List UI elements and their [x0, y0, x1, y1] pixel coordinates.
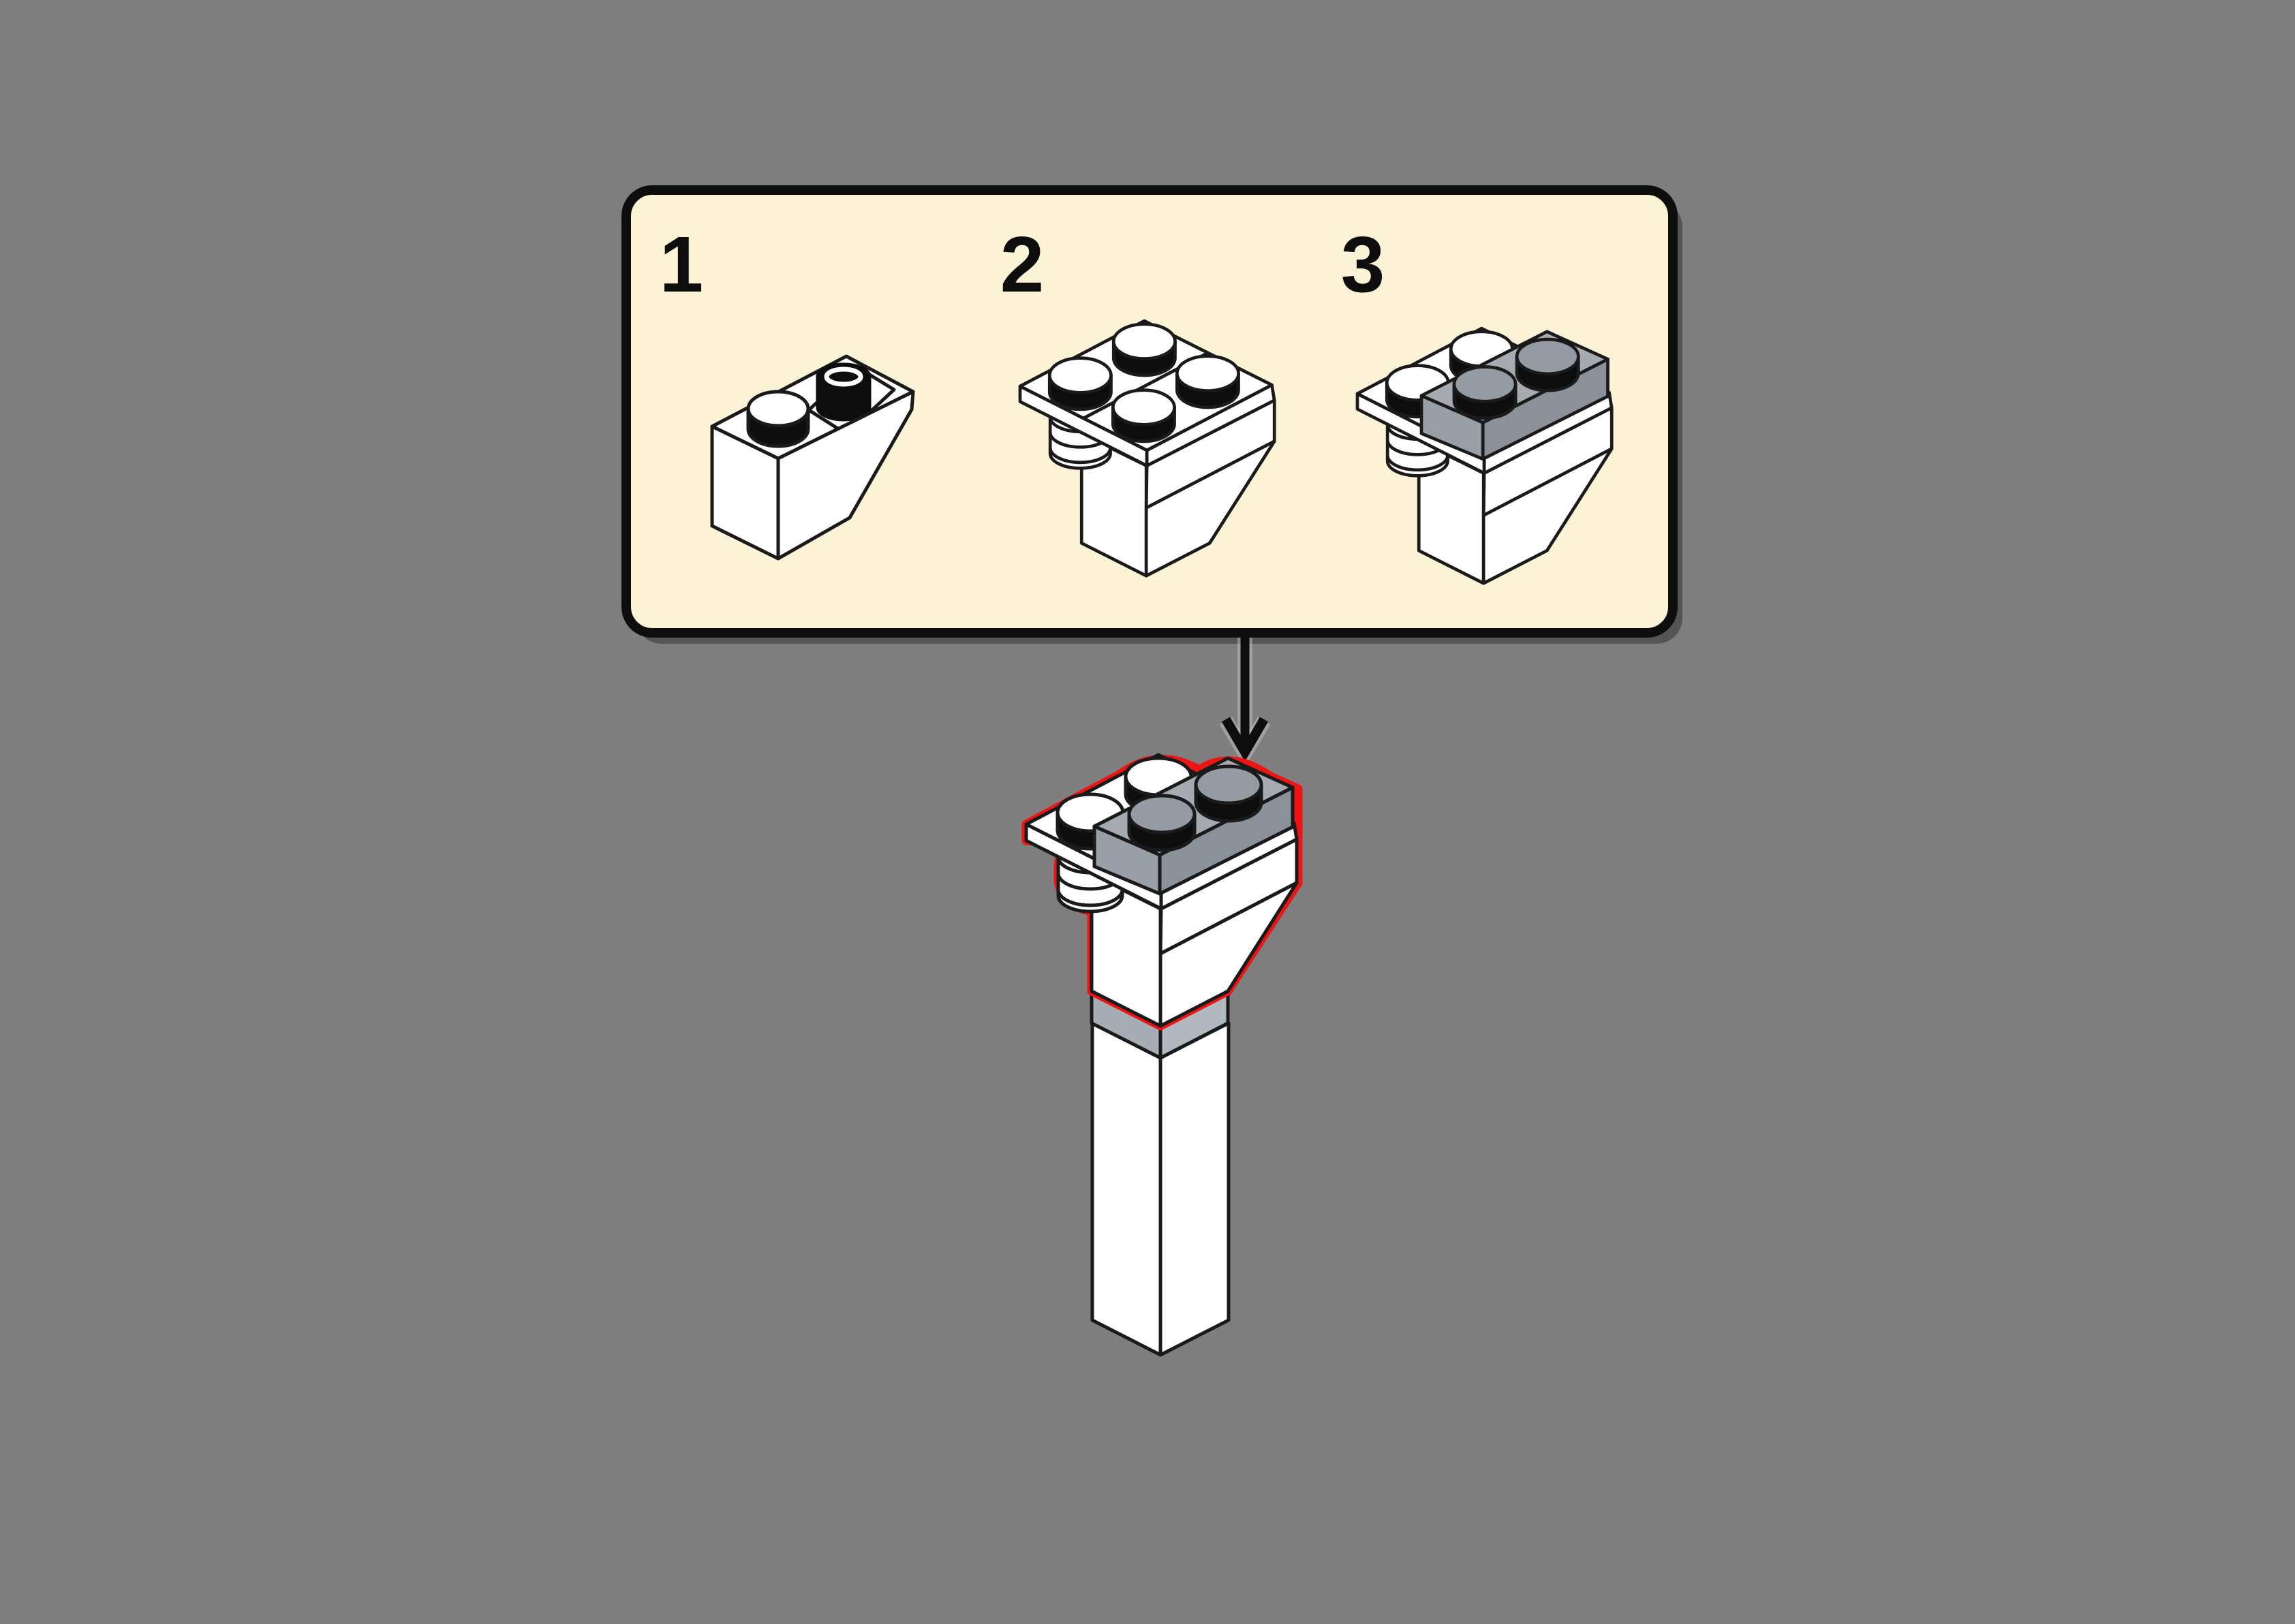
model-assembly [1026, 755, 1297, 1026]
step-2-label: 2 [1000, 220, 1045, 309]
instruction-panel: 1 2 3 [621, 185, 1682, 644]
arrow-down-icon [1219, 638, 1271, 768]
open-stud-ring [824, 366, 863, 387]
step-1-label: 1 [660, 220, 704, 309]
step-1-illustration [710, 354, 915, 561]
main-model [1021, 755, 1303, 1357]
model-column [1090, 1021, 1231, 1357]
step-3-label: 3 [1341, 220, 1385, 309]
